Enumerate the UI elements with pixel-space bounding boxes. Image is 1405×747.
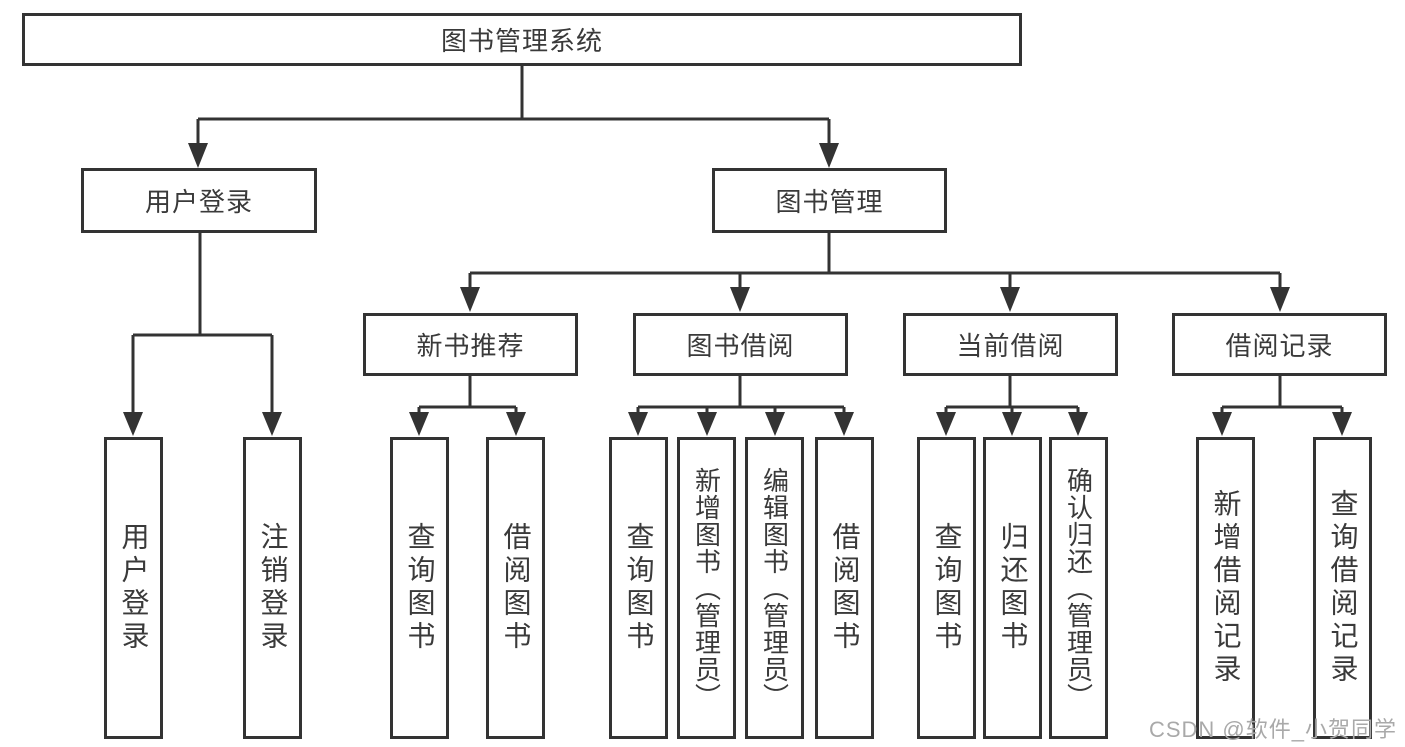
node-book-borrow-label: 图书借阅	[686, 331, 795, 361]
node-borrow-records: 借阅记录	[1172, 313, 1387, 376]
leaf-query-books-recommend: 查询图书	[390, 437, 449, 739]
node-book-management: 图书管理	[712, 168, 947, 233]
leaf-return-books-label: 归还图书	[997, 522, 1029, 654]
node-book-borrow: 图书借阅	[633, 313, 848, 376]
leaf-query-books-borrow: 查询图书	[609, 437, 668, 739]
node-borrow-records-label: 借阅记录	[1225, 331, 1334, 361]
node-new-book-recommend: 新书推荐	[363, 313, 578, 376]
watermark: CSDN @软件_小贺同学	[1148, 717, 1397, 742]
leaf-query-borrow-record-label: 查询借阅记录	[1327, 489, 1359, 687]
leaf-user-login: 用户登录	[104, 437, 163, 739]
leaf-logout-label: 注销登录	[257, 522, 289, 654]
root-node: 图书管理系统	[22, 13, 1022, 66]
leaf-edit-books-admin: 编辑图书（管理员）	[745, 437, 804, 739]
node-book-management-label: 图书管理	[775, 187, 884, 217]
node-current-borrow: 当前借阅	[903, 313, 1118, 376]
leaf-borrow-books: 借阅图书	[815, 437, 874, 739]
leaf-add-books-admin: 新增图书（管理员）	[677, 437, 736, 739]
root-node-label: 图书管理系统	[440, 26, 603, 56]
leaf-add-borrow-record: 新增借阅记录	[1196, 437, 1255, 739]
leaf-query-books-current-label: 查询图书	[931, 522, 963, 654]
leaf-borrow-books-recommend: 借阅图书	[486, 437, 545, 739]
leaf-user-login-label: 用户登录	[118, 522, 150, 654]
leaf-confirm-return-admin-label: 确认归还（管理员）	[1063, 466, 1094, 710]
leaf-confirm-return-admin: 确认归还（管理员）	[1049, 437, 1108, 739]
leaf-query-books-borrow-label: 查询图书	[623, 522, 655, 654]
leaf-return-books: 归还图书	[983, 437, 1042, 739]
leaf-query-books-current: 查询图书	[917, 437, 976, 739]
leaf-logout: 注销登录	[243, 437, 302, 739]
node-current-borrow-label: 当前借阅	[956, 331, 1065, 361]
node-user-login-label: 用户登录	[144, 187, 253, 217]
leaf-query-books-recommend-label: 查询图书	[404, 522, 436, 654]
node-user-login: 用户登录	[81, 168, 317, 233]
leaf-edit-books-admin-label: 编辑图书（管理员）	[759, 466, 790, 710]
leaf-add-books-admin-label: 新增图书（管理员）	[691, 466, 722, 710]
leaf-query-borrow-record: 查询借阅记录	[1313, 437, 1372, 739]
leaf-add-borrow-record-label: 新增借阅记录	[1210, 489, 1242, 687]
leaf-borrow-books-label: 借阅图书	[829, 522, 861, 654]
leaf-borrow-books-recommend-label: 借阅图书	[500, 522, 532, 654]
node-new-book-recommend-label: 新书推荐	[416, 331, 525, 361]
